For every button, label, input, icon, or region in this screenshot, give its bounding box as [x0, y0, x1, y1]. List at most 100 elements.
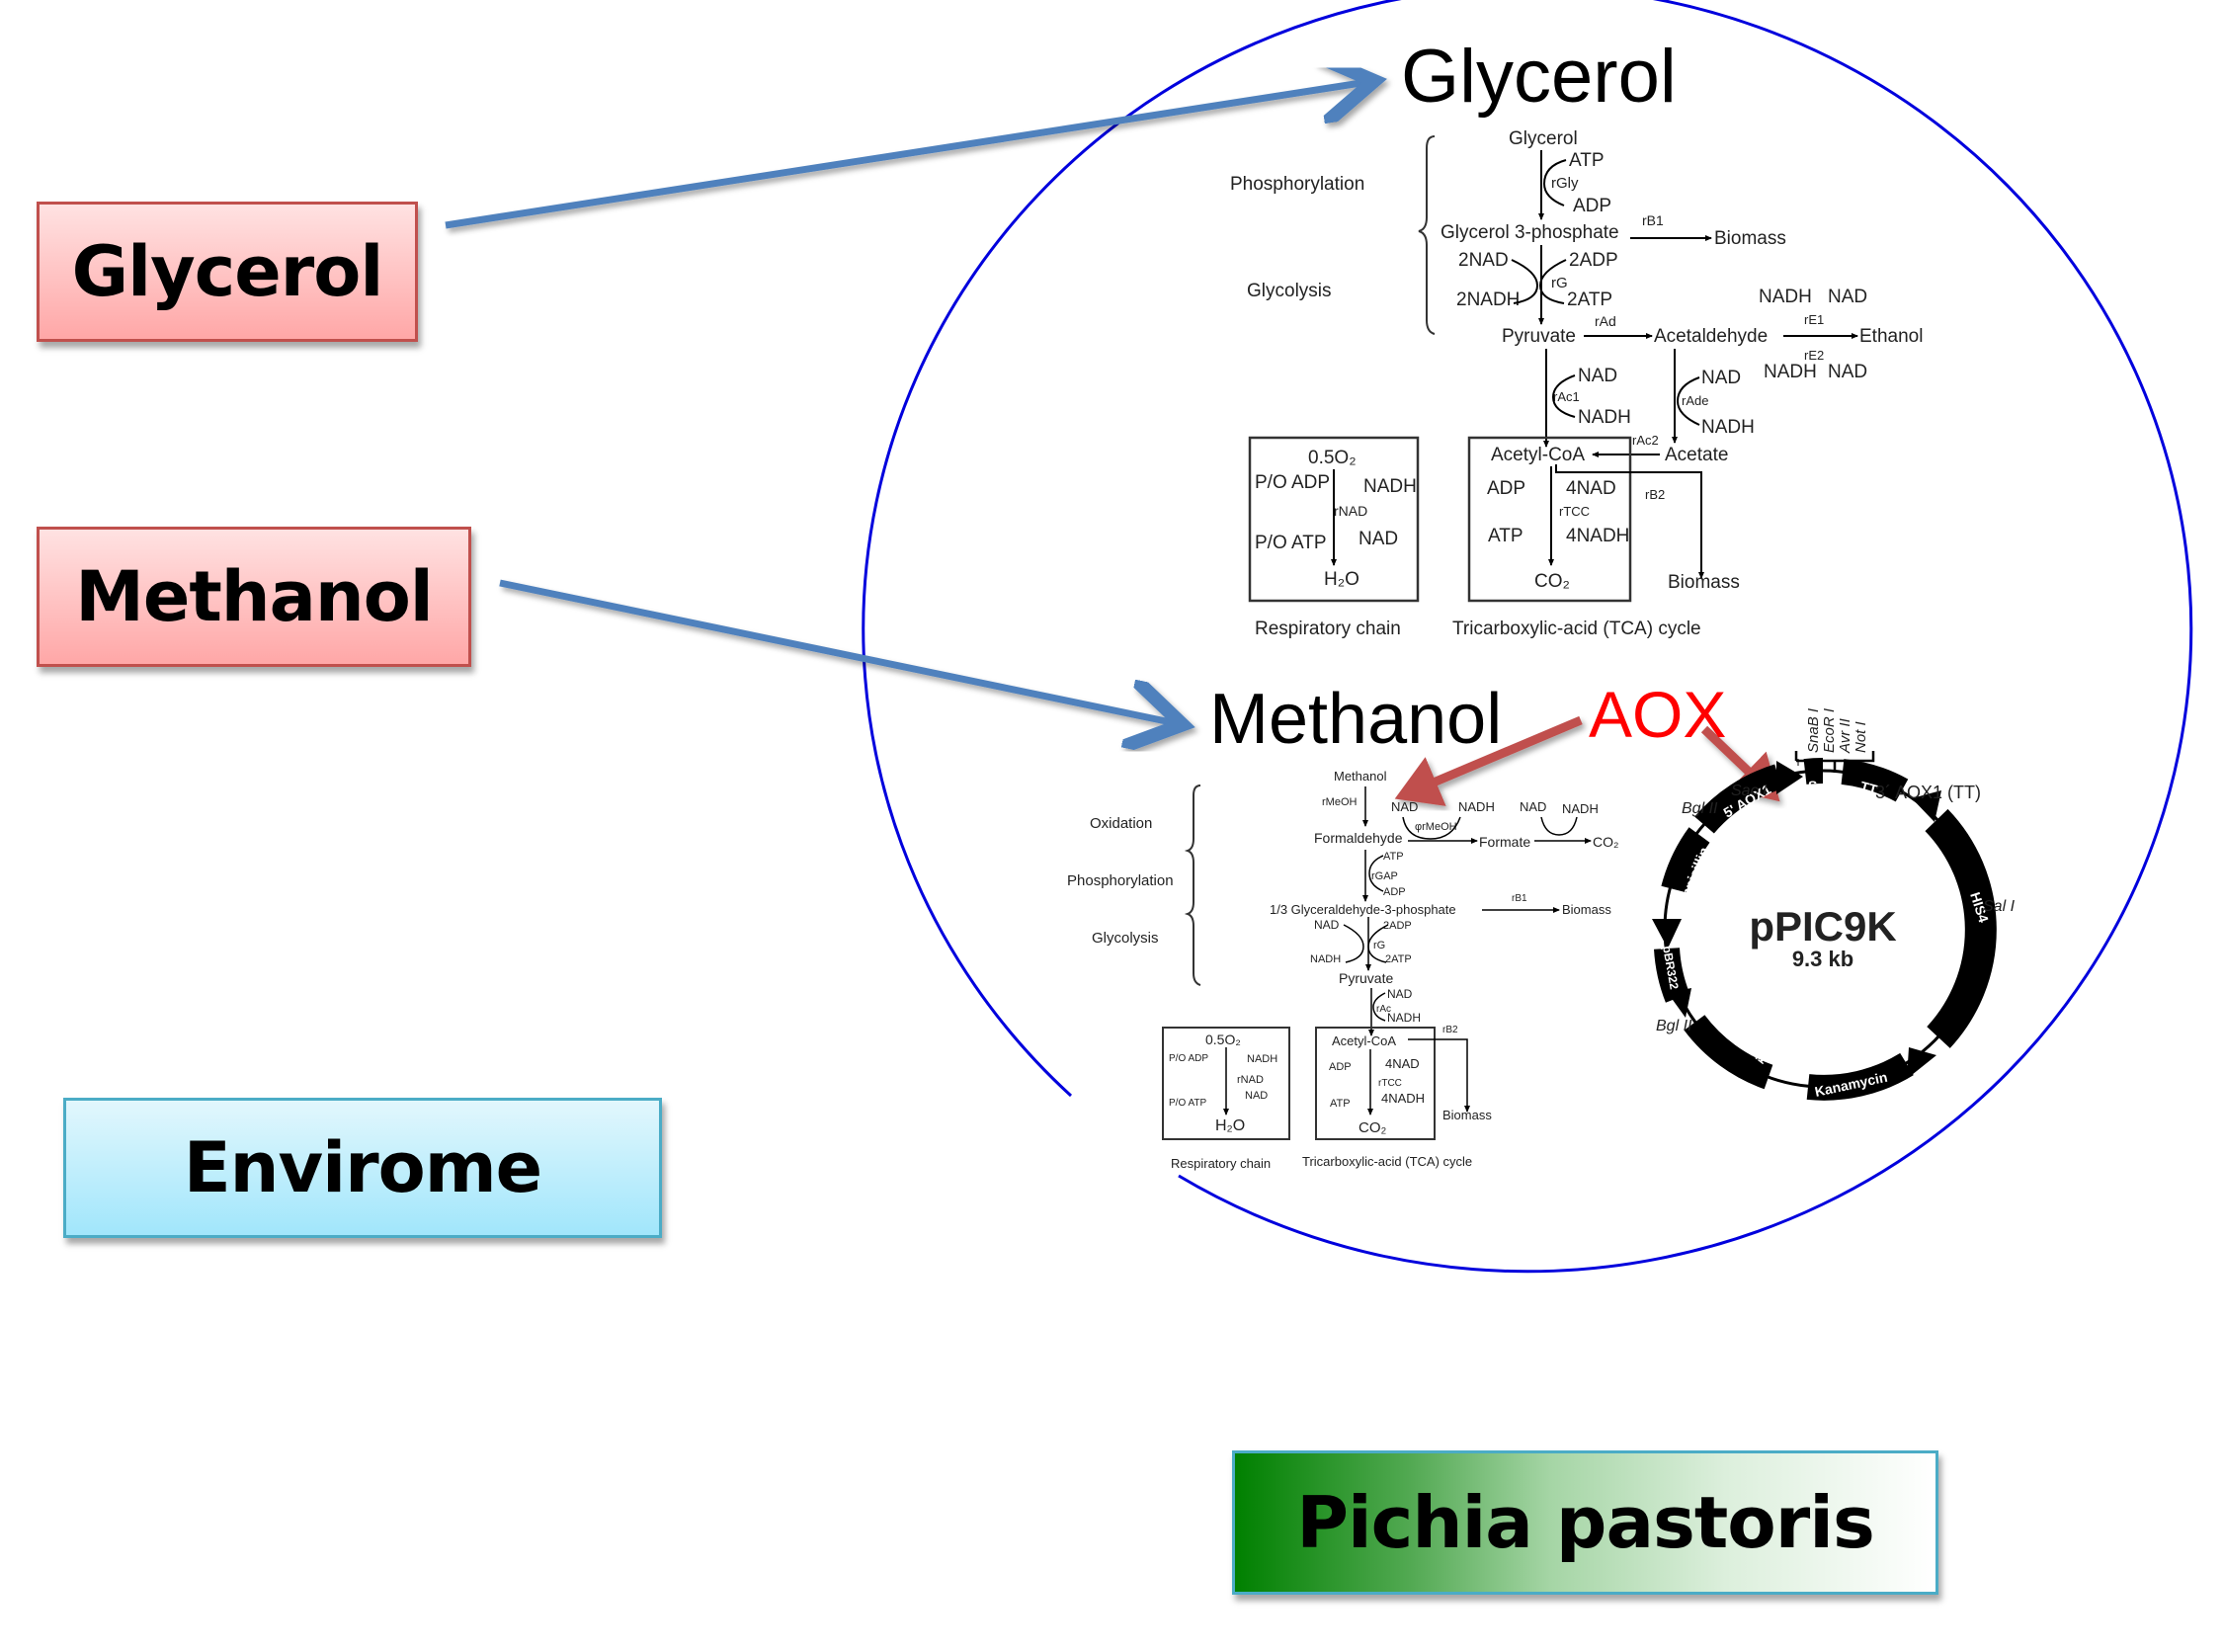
resp-h2o: H₂O — [1215, 1117, 1245, 1134]
rate-r-e2: rE2 — [1804, 348, 1824, 363]
cofactor-2adp: 2ADP — [1569, 250, 1618, 271]
mcs-site: Avr II — [1837, 718, 1853, 754]
feature-kanamycin — [1806, 1052, 1914, 1101]
node-ethanol: Ethanol — [1859, 326, 1923, 347]
rate-r-ad: rAd — [1595, 313, 1616, 329]
node-pyruvate: Pyruvate — [1502, 326, 1576, 347]
resp-o2: 0.5O₂ — [1205, 1032, 1241, 1047]
cofactor-nad-e2: NAD — [1828, 362, 1867, 382]
resp-nad: NAD — [1245, 1090, 1268, 1102]
stage-brace — [1184, 785, 1201, 986]
node-co2: CO₂ — [1593, 834, 1618, 850]
feature-s — [1803, 757, 1824, 785]
arrowhead — [1652, 919, 1682, 949]
cofactor-arc — [1368, 855, 1384, 892]
cofactor-nadh-ac1: NADH — [1578, 407, 1631, 428]
methanol-pathway: Oxidation Phosphorylation Glycolysis Met… — [1067, 769, 1618, 1171]
stage-oxidation: Oxidation — [1090, 815, 1152, 832]
site-bgl-ii-bottom: Bgl II — [1656, 1018, 1692, 1034]
rate-r-b1: rB1 — [1642, 212, 1664, 228]
resp-po-adp: P/O ADP — [1255, 472, 1330, 493]
rate-r-ac1: rAc1 — [1553, 389, 1580, 404]
rate-r-ade: rAde — [1682, 393, 1708, 408]
rate-r-ac2: rAc2 — [1632, 433, 1659, 448]
plasmid-name: pPIC9K — [1749, 903, 1896, 950]
methanol-uptake-arrow — [499, 579, 1176, 723]
node-biomass1: Biomass — [1714, 228, 1786, 249]
resp-rate: rNAD — [1237, 1074, 1264, 1086]
tca-co2: CO₂ — [1534, 571, 1570, 592]
node-biomass1: Biomass — [1562, 902, 1611, 917]
rate-r-g: rG — [1551, 275, 1568, 291]
cofactor-arc — [1676, 376, 1700, 426]
node-formate: Formate — [1479, 834, 1530, 850]
cofactor-2atp: 2ATP — [1385, 953, 1412, 965]
feature-ampicillin — [1661, 827, 1710, 893]
tca-rate: rTCC — [1559, 504, 1590, 519]
resp-nadh: NADH — [1363, 476, 1417, 497]
cofactor-2atp: 2ATP — [1567, 289, 1612, 310]
rate-r-e1: rE1 — [1804, 312, 1824, 327]
cofactor-adp: ADP — [1573, 196, 1611, 216]
cofactor-2nadh: 2NADH — [1456, 289, 1520, 310]
mcs-bracket — [1794, 751, 1875, 773]
arrowhead — [1776, 761, 1803, 794]
arrowhead — [1912, 790, 1941, 822]
cofactor-nadh-ac: NADH — [1387, 1011, 1421, 1025]
rate-r-gly: rGly — [1551, 175, 1579, 192]
tca-adp: ADP — [1329, 1061, 1352, 1073]
cofactor-nad-ade: NAD — [1701, 368, 1741, 388]
resp-po-adp: P/O ADP — [1169, 1053, 1208, 1064]
rate-r-meoh: rMeOH — [1322, 796, 1358, 808]
node-gap: 1/3 Glyceraldehyde-3-phosphate — [1270, 902, 1456, 917]
resp-title: Respiratory chain — [1255, 619, 1401, 639]
tca-4nad: 4NAD — [1566, 478, 1616, 499]
site-sac-i: Sac I — [1731, 783, 1768, 799]
tca-cycle-box — [1467, 436, 1632, 603]
respiratory-chain-box — [1162, 1027, 1290, 1140]
arrowhead — [1668, 988, 1691, 1018]
node-acetate: Acetate — [1665, 445, 1728, 465]
tca-title: Tricarboxylic-acid (TCA) cycle — [1302, 1154, 1472, 1169]
tca-4nadh: 4NADH — [1381, 1091, 1425, 1106]
tca-atp: ATP — [1488, 526, 1523, 546]
tca-rate: rTCC — [1378, 1078, 1402, 1089]
feature-5aox1 — [1694, 764, 1783, 834]
envirome-box: Envirome — [63, 1098, 662, 1238]
cofactor-adp: ADP — [1383, 886, 1406, 898]
aox-label: AOX — [1589, 678, 1727, 751]
tca-4nadh: 4NADH — [1566, 526, 1629, 546]
cofactor-nadh-ade: NADH — [1701, 417, 1755, 438]
rate-r-b1: rB1 — [1512, 893, 1527, 904]
cofactor-nad: NAD — [1314, 918, 1340, 932]
mcs-site: EcoR I — [1821, 708, 1838, 753]
mcs-site: Not I — [1852, 721, 1869, 753]
cofactor-nad-ac: NAD — [1387, 987, 1413, 1001]
cofactor-nadh-e2: NADH — [1764, 362, 1817, 382]
resp-nadh: NADH — [1247, 1053, 1277, 1065]
site-sal-i: Sal I — [1983, 898, 2016, 915]
resp-h2o: H₂O — [1324, 569, 1359, 590]
cofactor-nad-e1: NAD — [1828, 287, 1867, 307]
envirome-label: Envirome — [183, 1127, 542, 1208]
resp-o2: 0.5O₂ — [1308, 448, 1357, 468]
glycerol-substrate-box: Glycerol — [37, 202, 418, 342]
tca-cycle-box — [1315, 1027, 1436, 1140]
cofactor-arc — [1551, 374, 1576, 418]
respiratory-chain-box — [1248, 436, 1420, 603]
site-bgl-ii-top: Bgl II — [1682, 800, 1718, 817]
node-acetaldehyde: Acetaldehyde — [1654, 326, 1768, 347]
cofactor-nadh-a: NADH — [1458, 799, 1495, 814]
cofactor-nadh-e1: NADH — [1759, 287, 1812, 307]
cofactor-nad-b: NAD — [1520, 799, 1546, 814]
feature-his4 — [1925, 808, 1997, 1048]
node-glycerol: Glycerol — [1509, 128, 1578, 149]
cofactor-atp: ATP — [1569, 150, 1605, 171]
tca-adp: ADP — [1487, 478, 1525, 499]
rate-r-b2: rB2 — [1442, 1025, 1458, 1035]
tca-acetyl-coa: Acetyl-CoA — [1491, 445, 1585, 465]
cofactor-nad-a: NAD — [1391, 799, 1418, 814]
tca-co2: CO₂ — [1358, 1119, 1387, 1136]
methanol-substrate-box: Methanol — [37, 527, 471, 667]
